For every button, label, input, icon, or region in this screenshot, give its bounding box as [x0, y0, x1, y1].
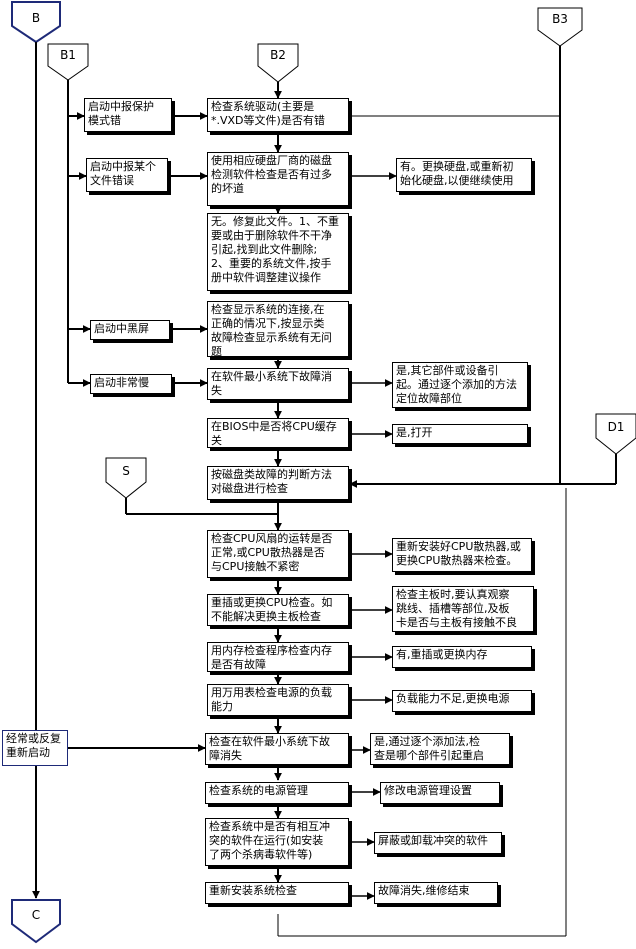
step-no-fix: 无。修复此文件。1、不重 要或由于删除软件不干净 引起,找到此文件删除; 2、重… — [207, 213, 349, 291]
step-memory-result: 有,重插或更换内存 — [392, 646, 532, 668]
connector-s-label: S — [122, 464, 130, 478]
branch-frequent-restart: 经常或反复 重新启动 — [2, 730, 68, 766]
connector-c-label: C — [31, 908, 41, 922]
step-cpu-fan-result: 重新安装好CPU散热器,或 更换CPU散热器来检查。 — [392, 538, 532, 572]
step-display-check: 检查显示系统的连接,在 正确的情况下,按显示类 故障检查显示系统有无问 题 — [207, 301, 349, 357]
step-reinstall: 重新安装系统检查 — [205, 882, 349, 904]
step-cpu-fan: 检查CPU风扇的运转是否 正常,或CPU散热器是否 与CPU接触不紧密 — [207, 530, 349, 578]
step-power-mgmt-result: 修改电源管理设置 — [380, 782, 500, 804]
connector-c-shape — [11, 899, 61, 944]
connector-b3-label: B3 — [552, 12, 568, 26]
connector-b2-shape — [257, 43, 299, 83]
step-disk-result: 有。更换硬盘,或重新初 始化硬盘,以便继续使用 — [396, 158, 532, 192]
step-disk-check: 使用相应硬盘厂商的磁盘 检测软件检查是否有过多 的坏道 — [207, 152, 349, 206]
step-min-system-slow-result: 是,其它部件或设备引 起。通过逐个添加的方法 定位故障部位 — [392, 362, 528, 408]
step-min-system-restart-result: 是,通过逐个添加法,检 查是哪个部件引起重启 — [370, 733, 510, 765]
step-power-result: 负载能力不足,更换电源 — [392, 690, 532, 712]
step-min-system-restart: 检查在软件最小系统下故 障消失 — [205, 733, 349, 765]
branch-protect-mode: 启动中报保护 模式错 — [84, 98, 172, 132]
step-power-check: 用万用表检查电源的负载 能力 — [207, 684, 349, 716]
step-cpu-replace-result: 检查主板时,要认真观察 跳线、插槽等部位,及板 卡是否与主板有接触不良 — [392, 586, 534, 632]
step-power-mgmt: 检查系统的电源管理 — [205, 782, 349, 804]
connector-d1-label: D1 — [607, 420, 625, 434]
connector-d1-shape — [595, 413, 636, 455]
step-cpu-replace: 重插或更换CPU检查。如 不能解决更换主板检查 — [207, 594, 349, 626]
step-software-conflict: 检查系统中是否有相互冲 突的软件在运行(如安装 了两个杀病毒软件等) — [205, 818, 349, 866]
connector-b3-shape — [537, 7, 583, 47]
step-memory-check: 用内存检查程序检查内存 是否有故障 — [207, 642, 349, 672]
branch-black-screen: 启动中黑屏 — [90, 320, 170, 340]
connector-b-shape — [11, 1, 61, 44]
branch-slow-start: 启动非常慢 — [90, 374, 172, 394]
step-vxd-check: 检查系统驱动(主要是 *.VXD等文件)是否有错 — [207, 98, 349, 132]
connector-b1-label: B1 — [60, 48, 76, 62]
step-bios-cache: 在BIOS中是否将CPU缓存关 闭 — [207, 418, 349, 448]
connector-b-label: B — [31, 11, 41, 25]
step-software-conflict-result: 屏蔽或卸载冲突的软件 — [374, 832, 502, 854]
branch-file-error: 启动中报某个 文件错误 — [86, 158, 168, 192]
connector-b2-label: B2 — [270, 48, 286, 62]
step-min-system-slow: 在软件最小系统下故障消 失 — [207, 368, 349, 400]
step-disk-fault-method: 按磁盘类故障的判断方法 对磁盘进行检查 — [207, 466, 349, 500]
connector-b1-shape — [47, 43, 89, 81]
step-reinstall-result: 故障消失,维修结束 — [374, 882, 498, 904]
step-bios-cache-result: 是,打开 — [392, 424, 528, 444]
connector-s-shape — [105, 457, 147, 499]
